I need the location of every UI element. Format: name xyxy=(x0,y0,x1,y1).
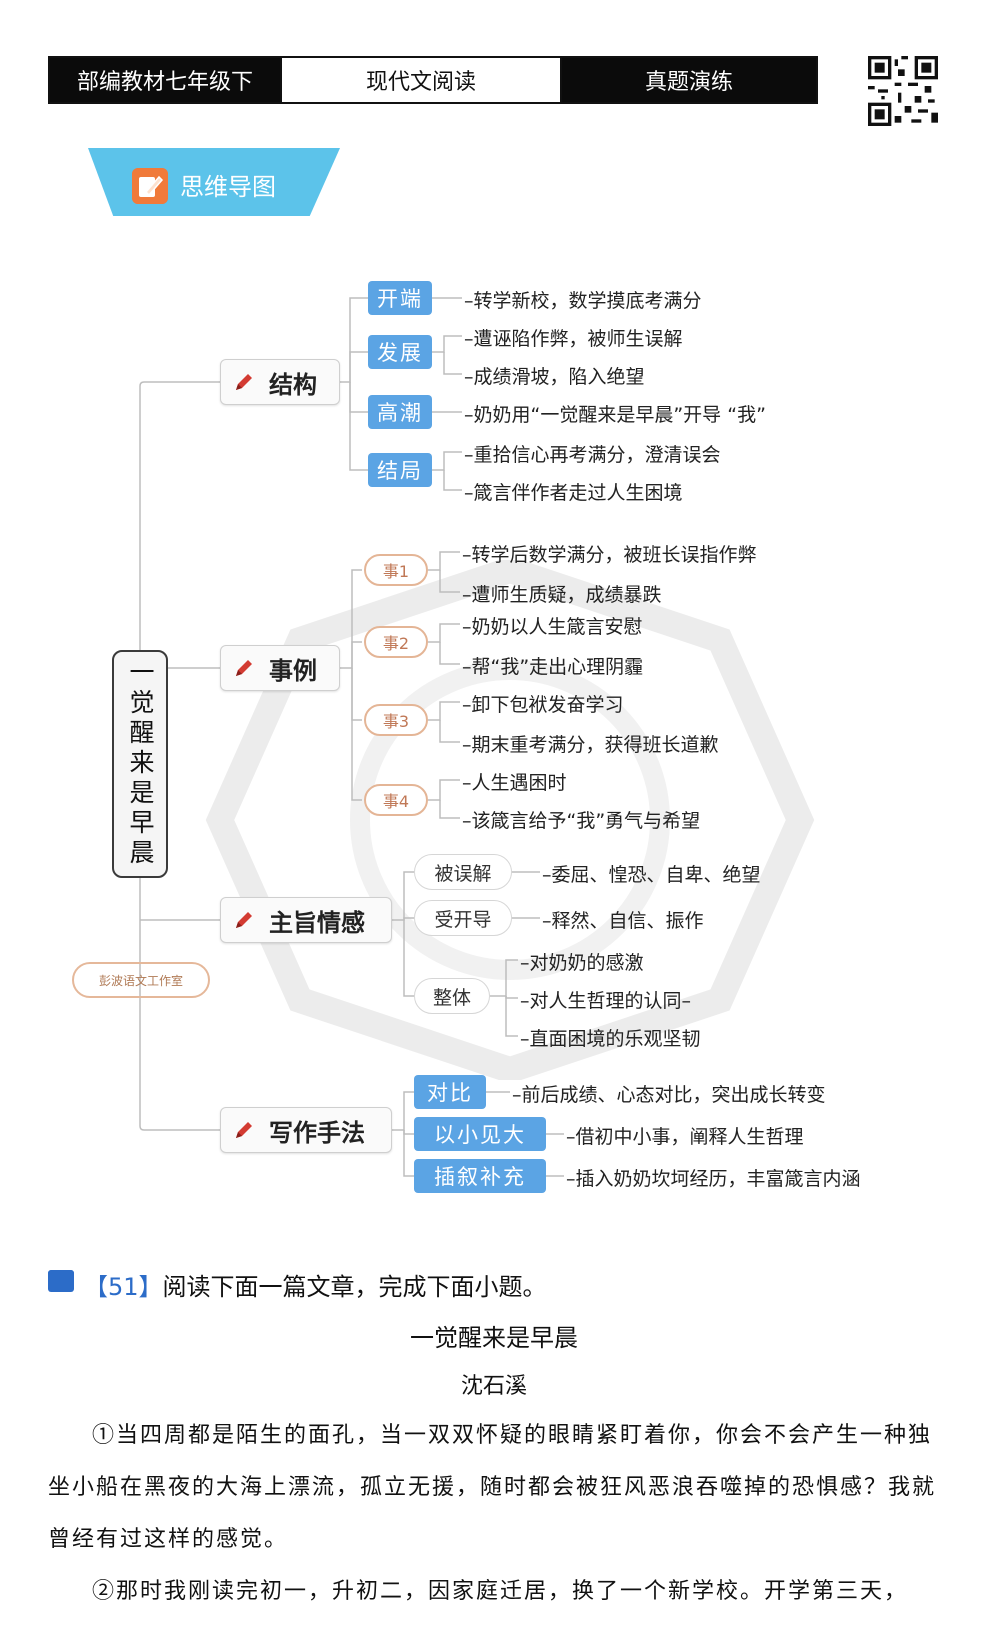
bookmark-icon xyxy=(48,1270,74,1292)
branch-events: 事例 xyxy=(220,645,340,691)
branch-title: 事例 xyxy=(269,656,317,685)
writing-leaf: –前后成绩、心态对比，突出成长转变 xyxy=(512,1084,826,1106)
mindmap-root: 一觉醒来是早晨 xyxy=(112,650,168,878)
article-author: 沈石溪 xyxy=(460,1374,527,1399)
structure-label-1: 开端 xyxy=(368,281,432,315)
qr-code-icon[interactable] xyxy=(868,56,938,126)
pencil-icon xyxy=(236,660,252,676)
structure-label-2: 发展 xyxy=(368,335,432,369)
question-heading: 【51】阅读下面一篇文章，完成下面小题。 xyxy=(84,1267,547,1302)
structure-leaf: –遭诬陷作弊，被师生误解 xyxy=(464,328,683,350)
root-title: 一觉醒来是早晨 xyxy=(126,659,155,869)
theme-leaf: –直面困境的乐观坚韧 xyxy=(520,1028,701,1050)
header-subject: 现代文阅读 xyxy=(280,58,562,102)
event-leaf: –人生遇困时 xyxy=(462,772,567,794)
header-section: 真题演练 xyxy=(562,58,816,102)
branch-title: 写作手法 xyxy=(269,1118,365,1147)
header-grade: 部编教材七年级下 xyxy=(50,58,280,102)
theme-leaf: –委屈、惶恐、自卑、绝望 xyxy=(542,864,761,886)
mindmap-tab xyxy=(88,148,340,216)
writing-label-1: 对比 xyxy=(414,1075,486,1109)
writing-label-2: 以小见大 xyxy=(414,1117,546,1151)
article-title: 一觉醒来是早晨 xyxy=(410,1324,578,1352)
structure-label-4: 结局 xyxy=(368,453,432,487)
event-leaf: –奶奶以人生箴言安慰 xyxy=(462,616,643,638)
structure-leaf: –箴言伴作者走过人生困境 xyxy=(464,482,683,504)
article-paragraph-1: ①当四周都是陌生的面孔，当一双双怀疑的眼睛紧盯着你，你会不会产生一种独坐小船在黑… xyxy=(48,1423,937,1552)
theme-node-3: 整体 xyxy=(414,978,490,1014)
theme-leaf: –释然、自信、振作 xyxy=(542,910,704,932)
edit-note-icon xyxy=(132,168,168,204)
watermark-seal-icon xyxy=(205,560,815,1080)
pencil-icon xyxy=(236,374,252,390)
event-leaf: –卸下包袱发奋学习 xyxy=(462,694,624,716)
branch-title: 结构 xyxy=(269,370,317,399)
event-pill-2: 事2 xyxy=(364,626,428,658)
event-pill-1: 事1 xyxy=(364,554,428,586)
event-leaf: –帮“我”走出心理阴霾 xyxy=(462,656,644,678)
event-leaf: –该箴言给予“我”勇气与希望 xyxy=(462,810,701,832)
event-leaf: –转学后数学满分，被班长误指作弊 xyxy=(462,544,757,566)
theme-leaf: –对奶奶的感激 xyxy=(520,952,644,974)
question-number: 【51】 xyxy=(84,1273,163,1301)
theme-node-1: 被误解 xyxy=(414,854,512,890)
event-pill-4: 事4 xyxy=(364,784,428,816)
question-prompt: 阅读下面一篇文章，完成下面小题。 xyxy=(162,1273,547,1301)
branch-theme: 主旨情感 xyxy=(220,897,392,943)
theme-leaf: –对人生哲理的认同– xyxy=(520,990,692,1012)
pencil-icon xyxy=(236,1122,252,1138)
event-pill-3: 事3 xyxy=(364,704,428,736)
structure-leaf: –转学新校，数学摸底考满分 xyxy=(464,290,702,312)
writing-leaf: –借初中小事，阐释人生哲理 xyxy=(566,1126,804,1148)
writing-leaf: –插入奶奶坎坷经历，丰富箴言内涵 xyxy=(566,1168,861,1190)
branch-structure: 结构 xyxy=(220,359,340,405)
header-bar: 部编教材七年级下 现代文阅读 真题演练 xyxy=(48,56,818,104)
event-leaf: –期末重考满分，获得班长道歉 xyxy=(462,734,719,756)
structure-leaf: –奶奶用“一觉醒来是早晨”开导 “我” xyxy=(464,404,766,426)
event-leaf: –遭师生质疑，成绩暴跌 xyxy=(462,584,662,606)
article-paragraph-2: ②那时我刚读完初一，升初二，因家庭迁居，换了一个新学校。开学第三天， xyxy=(92,1579,909,1604)
branch-writing: 写作手法 xyxy=(220,1107,392,1153)
mindmap-tab-label: 思维导图 xyxy=(180,173,276,201)
structure-leaf: –重拾信心再考满分，澄清误会 xyxy=(464,444,721,466)
writing-label-3: 插叙补充 xyxy=(414,1159,546,1193)
pencil-icon xyxy=(236,912,252,928)
structure-label-3: 高潮 xyxy=(368,395,432,429)
structure-leaf: –成绩滑坡，陷入绝望 xyxy=(464,366,645,388)
studio-stamp: 彭波语文工作室 xyxy=(72,962,210,998)
theme-node-2: 受开导 xyxy=(414,900,512,936)
branch-title: 主旨情感 xyxy=(269,908,365,937)
